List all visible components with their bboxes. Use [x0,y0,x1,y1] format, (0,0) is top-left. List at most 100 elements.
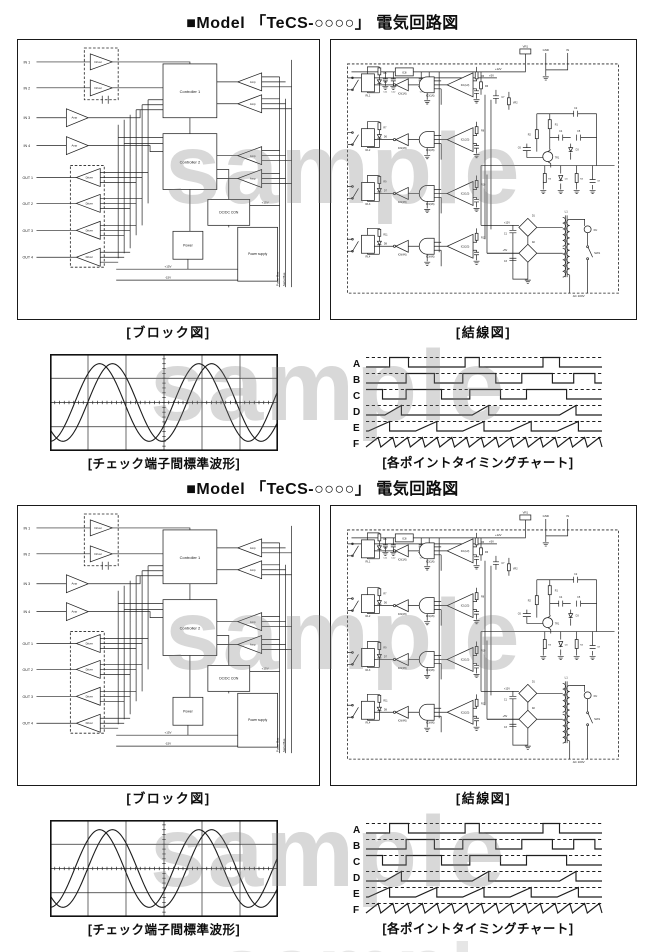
svg-text:Driver: Driver [86,694,93,698]
svg-text:R6: R6 [485,85,489,88]
svg-text:C1: C1 [504,232,508,235]
svg-text:IC2(2/2): IC2(2/2) [461,711,470,714]
timing-waveform-F [365,436,603,448]
svg-text:C2: C2 [574,107,578,110]
timing-waveform-A [366,356,602,368]
svg-text:R11: R11 [383,699,388,702]
svg-text:R7: R7 [383,593,387,596]
svg-text:Driver: Driver [95,526,102,530]
svg-text:Driver: Driver [86,255,93,259]
svg-text:R1: R1 [555,124,559,127]
svg-text:R11: R11 [383,233,388,236]
svg-text:IC1(1/2): IC1(1/2) [461,84,470,87]
wiring-diagram-figure: VR1GNDIN+12V+5VIC8C11C12C9C4R6C7VR2+12V+… [330,39,637,341]
sine-trace-1 [50,829,278,908]
svg-text:IC1(1/2): IC1(1/2) [461,550,470,553]
svg-text:C9: C9 [420,557,424,559]
svg-text:IC6(4/6): IC6(4/6) [398,254,407,257]
clipped-watermark: sample [218,941,468,952]
wiring-diagram-caption: [結線図] [455,791,512,806]
svg-text:R10: R10 [481,183,486,186]
svg-text:FU: FU [594,228,598,232]
svg-text:+15V: +15V [164,265,171,269]
svg-text:GND: GND [543,514,549,518]
svg-text:IC3(3/6): IC3(3/6) [426,669,435,672]
svg-text:C6: C6 [518,147,522,150]
svg-text:Amp: Amp [250,154,256,158]
svg-text:RL4: RL4 [366,721,371,725]
svg-text:D4: D4 [565,179,569,181]
svg-text:+5V: +5V [489,73,494,77]
sine-trace-2 [50,363,278,442]
svg-text:IC3(1/6): IC3(1/6) [426,560,435,563]
timing-row-label: B [353,375,360,386]
svg-text:Driver: Driver [86,721,93,725]
svg-text:C11: C11 [383,91,388,93]
svg-text:C4: C4 [559,596,563,599]
svg-text:IC3(2/6): IC3(2/6) [426,615,435,618]
svg-text:R1: R1 [555,590,559,593]
svg-text:VR2: VR2 [513,567,518,570]
svg-text:IN: IN [566,48,569,52]
svg-text:R6: R6 [481,541,485,544]
svg-text:FU: FU [594,694,598,698]
svg-text:IC6(4/6): IC6(4/6) [398,720,407,723]
timing-row-label: E [353,423,360,434]
svg-text:R8: R8 [481,596,485,599]
timing-chart-caption: [各ポイントタイミングチャート] [382,922,574,936]
svg-text:D1: D1 [532,680,536,683]
svg-text:Power supply: Power supply [248,252,267,256]
svg-text:R9: R9 [383,180,387,183]
timing-waveform-C [366,388,602,400]
svg-text:+5V: +5V [503,248,508,252]
svg-text:Controller 1: Controller 1 [180,555,201,560]
svg-text:OUT 2: OUT 2 [23,202,33,206]
svg-text:C8: C8 [597,646,601,648]
svg-text:IC2(2/2): IC2(2/2) [461,245,470,248]
svg-text:Power Bus: Power Bus [276,271,280,286]
svg-text:Amp: Amp [250,546,256,550]
timing-row-label: F [353,905,359,916]
svg-text:SW1: SW1 [594,717,600,721]
svg-text:IN 2: IN 2 [24,86,31,90]
svg-text:C12: C12 [391,557,396,559]
wiring-diagram-figure: VR1GNDIN+12V+5VIC8C11C12C9C4R6C7VR2+12V+… [330,505,637,807]
svg-text:IN 4: IN 4 [24,610,31,614]
svg-text:OUT 3: OUT 3 [23,229,33,233]
svg-text:IN 2: IN 2 [24,552,31,556]
svg-text:C8: C8 [597,180,601,182]
svg-text:IN 3: IN 3 [24,116,31,120]
svg-text:D1: D1 [532,214,536,217]
page-title: ■Model 「TeCS-○○○○」 電気回路図 [186,15,459,32]
svg-text:Amp: Amp [250,177,256,181]
svg-text:R12: R12 [481,236,486,239]
waveform-chart-caption: [チェック端子間標準波形] [87,923,241,937]
svg-text:D6: D6 [384,136,388,139]
page-title: ■Model 「TeCS-○○○○」 電気回路図 [186,481,459,498]
svg-text:IC3(2/6): IC3(2/6) [426,149,435,152]
timing-row-label: C [353,391,360,402]
timing-waveform-F [365,902,603,914]
svg-text:IN: IN [566,514,569,518]
svg-text:RL3: RL3 [366,202,371,206]
svg-text:+15V: +15V [262,666,269,670]
svg-text:R2: R2 [528,134,532,137]
wiring-diagram-panel: VR1GNDIN+12V+5VIC8C11C12C9C4R6C7VR2+12V+… [330,39,637,320]
waveform-chart-figure: [チェック端子間標準波形] [50,354,278,472]
timing-row-label: A [353,825,360,836]
svg-text:IC6(1/6): IC6(1/6) [398,92,407,95]
svg-text:+12V: +12V [495,67,502,71]
svg-text:Power supply: Power supply [248,718,267,722]
timing-row-label: B [353,841,360,852]
svg-text:IC3(1/6): IC3(1/6) [426,94,435,97]
waveform-chart-figure: [チェック端子間標準波形] [50,820,278,938]
svg-text:IC2(1/2): IC2(1/2) [461,192,470,195]
svg-text:Amp: Amp [71,582,77,586]
